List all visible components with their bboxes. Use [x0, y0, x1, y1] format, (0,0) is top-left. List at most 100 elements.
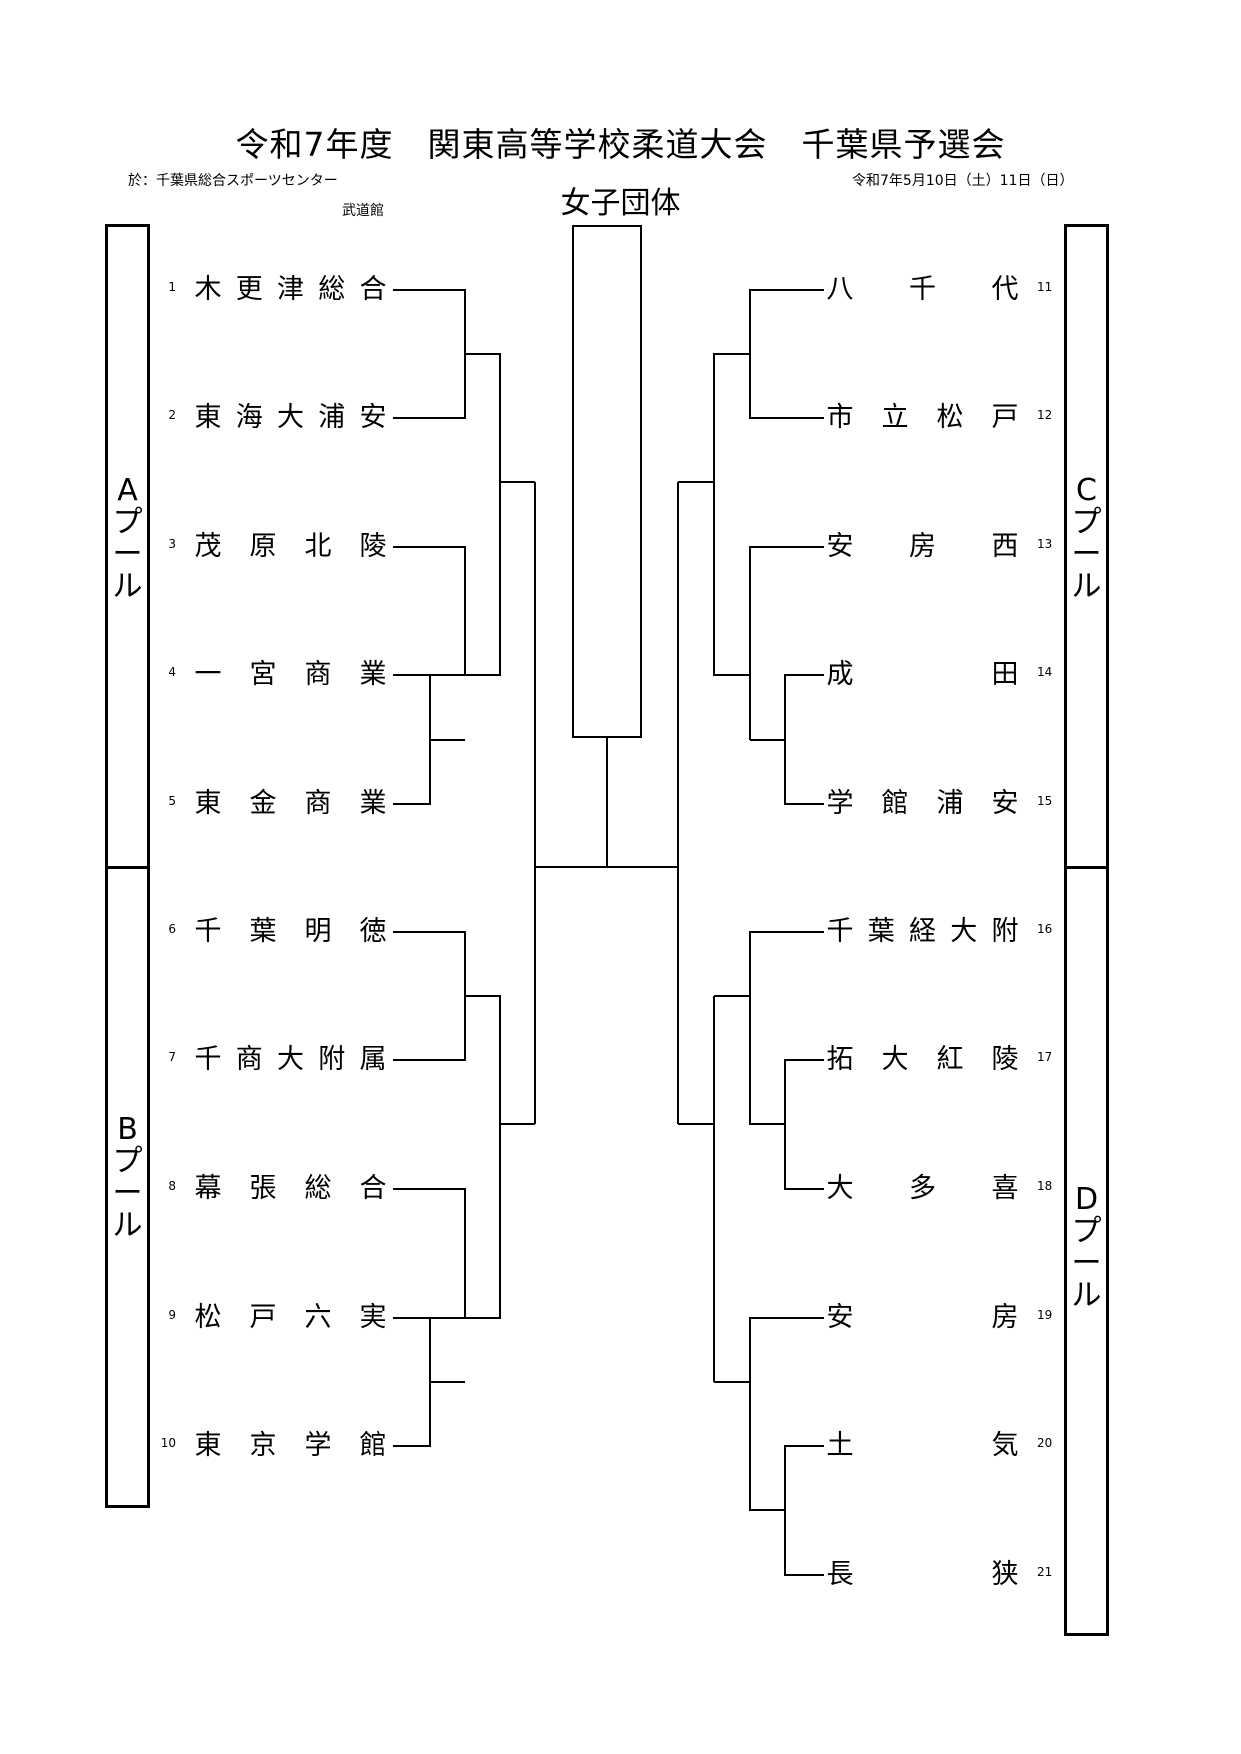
- team-name-char: 多: [909, 1173, 936, 1204]
- team-name-char: 一: [194, 659, 222, 690]
- team-name-char: 大: [826, 1173, 854, 1204]
- team-name-char: 合: [359, 1173, 387, 1204]
- seed-number: 21: [1037, 1565, 1053, 1579]
- team-name-char: 京: [249, 1430, 277, 1461]
- team-name-char: 代: [991, 274, 1019, 305]
- bracket-line: [749, 996, 785, 1125]
- team-name-char: 総: [318, 274, 346, 305]
- seed-number: 13: [1037, 537, 1053, 551]
- team-name-char: 安: [359, 402, 387, 433]
- seed-number: 20: [1037, 1436, 1053, 1450]
- team-name-char: 六: [304, 1302, 332, 1333]
- bracket-line: [784, 1059, 824, 1190]
- seed-number: 15: [1037, 794, 1053, 808]
- bracket-line: [393, 1317, 431, 1447]
- bracket-line: [749, 1382, 785, 1511]
- team-name-char: 浦: [936, 788, 964, 819]
- venue-text: 於：千葉県総合スポーツセンター: [128, 173, 338, 189]
- team-name-char: 附: [991, 916, 1019, 947]
- team-name-char: 陵: [991, 1044, 1019, 1075]
- team-name-char: 学: [304, 1430, 332, 1461]
- team-name-char: 田: [991, 659, 1019, 690]
- team-name-char: 徳: [359, 916, 387, 947]
- seed-number: 6: [168, 922, 176, 936]
- team-row: 4 一宮商業: [0, 659, 400, 691]
- bracket-line: [713, 353, 750, 676]
- team-name-char: 業: [359, 659, 387, 690]
- team-name-char: 大: [277, 1044, 304, 1075]
- seed-number: 4: [168, 665, 176, 679]
- team-name-char: 長: [826, 1559, 854, 1590]
- seed-number: 14: [1037, 665, 1053, 679]
- team-name-char: 属: [359, 1044, 387, 1075]
- seed-number: 10: [160, 1436, 176, 1450]
- team-name-char: 房: [991, 1302, 1019, 1333]
- team-name-char: 千: [826, 916, 854, 947]
- bracket-line: [784, 1445, 824, 1576]
- team-name-char: 喜: [991, 1173, 1019, 1204]
- bracket-line: [393, 674, 431, 805]
- team-name-char: 戸: [991, 402, 1019, 433]
- team-name-char: 東: [194, 788, 222, 819]
- bracket-line: [749, 289, 824, 419]
- team-name-char: 商: [235, 1044, 263, 1075]
- seed-number: 18: [1037, 1179, 1053, 1193]
- team-name-char: 浦: [318, 402, 346, 433]
- tournament-title: 令和7年度 関東高等学校柔道大会 千葉県予選会: [235, 125, 1006, 164]
- team-name-char: 大: [950, 916, 978, 947]
- team-name-char: 立: [881, 402, 909, 433]
- seed-number: 19: [1037, 1308, 1053, 1322]
- bracket-line: [749, 931, 824, 996]
- team-row: 土 気 20: [0, 1430, 1241, 1462]
- team-name-char: 北: [304, 531, 332, 562]
- bracket-line: [393, 546, 466, 676]
- team-name-char: 宮: [249, 659, 277, 690]
- team-name-char: 附: [318, 1044, 346, 1075]
- team-name-char: 戸: [249, 1302, 277, 1333]
- team-row: 10 東京学館: [0, 1430, 400, 1462]
- team-name-char: 安: [826, 531, 854, 562]
- seed-number: 5: [168, 794, 176, 808]
- team-name-char: 西: [991, 531, 1019, 562]
- team-name-char: 東: [194, 1430, 222, 1461]
- team-name-char: 明: [304, 916, 332, 947]
- team-name-char: 市: [826, 402, 854, 433]
- bracket-line: [393, 289, 466, 419]
- team-name-char: 安: [991, 788, 1019, 819]
- team-name-char: 土: [826, 1430, 854, 1461]
- team-name-char: 商: [304, 659, 332, 690]
- team-name-char: 拓: [826, 1044, 854, 1075]
- seed-number: 8: [168, 1179, 176, 1193]
- team-name-char: 松: [936, 402, 964, 433]
- team-name-char: 経: [909, 916, 936, 947]
- seed-number: 3: [168, 537, 176, 551]
- bracket-line: [393, 1188, 466, 1319]
- team-name-char: 気: [991, 1430, 1019, 1461]
- team-name-char: 松: [194, 1302, 222, 1333]
- team-name-char: 大: [881, 1044, 909, 1075]
- team-name-char: 更: [235, 274, 263, 305]
- seed-number: 9: [168, 1308, 176, 1322]
- event-subtitle: 女子団体: [560, 186, 681, 221]
- team-name-char: 津: [277, 274, 304, 305]
- team-name-char: 総: [304, 1173, 332, 1204]
- team-name-char: 館: [359, 1430, 387, 1461]
- team-name-char: 東: [194, 402, 222, 433]
- team-name-char: 館: [881, 788, 909, 819]
- team-name-char: 房: [909, 531, 936, 562]
